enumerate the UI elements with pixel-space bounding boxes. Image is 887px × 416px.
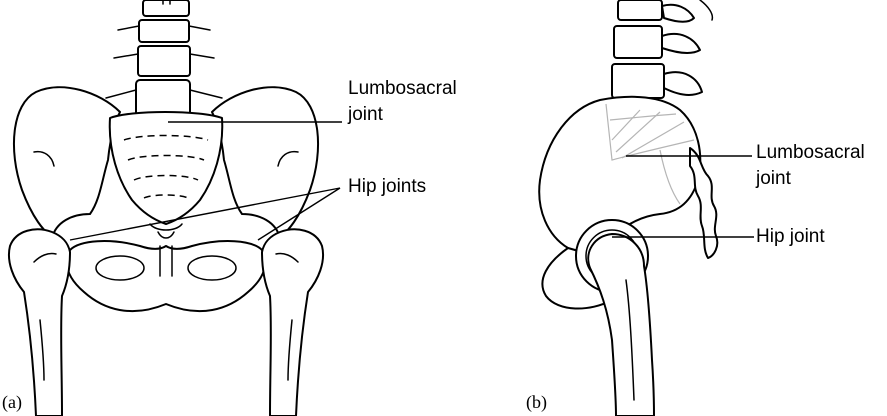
lumbosacral-joint-label-a-line2: joint (348, 104, 383, 125)
lumbar-spine-lateral (611, 0, 714, 99)
hip-joints-label-a: Hip joints (348, 176, 427, 197)
sacrum-lateral-edge (689, 147, 719, 259)
femur-lateral (587, 233, 655, 416)
right-ilium (211, 86, 320, 239)
lumbosacral-joint-label-b-line2: joint (756, 168, 791, 189)
panel-a-drawing (8, 0, 324, 416)
hip-leader-a-right (257, 187, 341, 241)
hip-joint-label-b: Hip joint (756, 226, 825, 247)
panel-b-letter: (b) (526, 392, 547, 412)
pubic-ring (65, 240, 267, 313)
lumbosacral-joint-label-b-line1: Lumbosacral (756, 142, 865, 163)
left-ilium (12, 86, 121, 239)
hip-leader-a-left (69, 187, 341, 241)
lumbar-spine-front (105, 0, 223, 119)
panel-b-drawing (538, 0, 719, 416)
sacrum (108, 111, 224, 225)
lumbosacral-joint-label-a-line1: Lumbosacral (348, 78, 457, 99)
panel-a-letter: (a) (2, 392, 22, 412)
